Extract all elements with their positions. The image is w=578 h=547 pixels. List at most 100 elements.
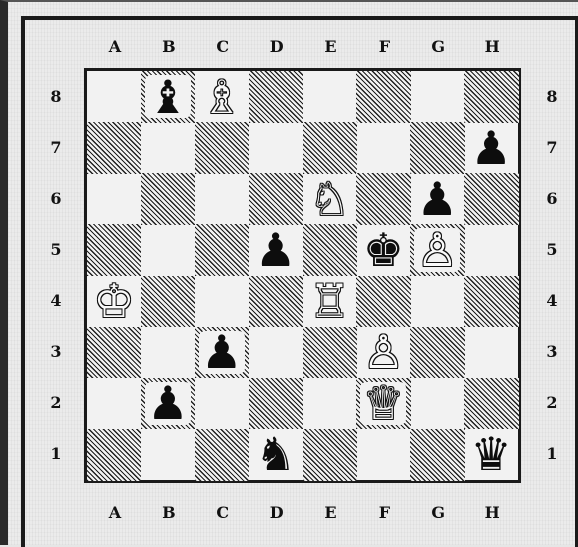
- square-d3[interactable]: [249, 327, 303, 379]
- rank-label-3-left: 3: [46, 343, 66, 361]
- square-e5[interactable]: [303, 224, 357, 276]
- square-f4[interactable]: [356, 276, 410, 328]
- square-d2[interactable]: [249, 378, 303, 430]
- file-label-e-bottom: E: [303, 504, 359, 522]
- square-g7[interactable]: [410, 122, 464, 174]
- file-label-g-bottom: G: [410, 504, 466, 522]
- square-h8[interactable]: [464, 71, 518, 123]
- file-label-a-bottom: A: [87, 504, 143, 522]
- file-label-c-top: C: [195, 38, 251, 56]
- rank-label-7-right: 7: [542, 139, 562, 157]
- square-f6[interactable]: [356, 173, 410, 225]
- square-g3[interactable]: [410, 327, 464, 379]
- square-a7[interactable]: [87, 122, 141, 174]
- piece-glyph: ♔: [93, 278, 134, 324]
- black-pawn-icon[interactable]: ♟: [249, 224, 303, 275]
- rank-label-1-right: 1: [542, 445, 562, 463]
- rank-label-8-right: 8: [542, 88, 562, 106]
- file-label-d-bottom: D: [249, 504, 305, 522]
- square-a2[interactable]: [87, 378, 141, 430]
- square-a1[interactable]: [87, 429, 141, 481]
- piece-glyph: ♚: [363, 227, 404, 273]
- black-pawn-icon[interactable]: ♟: [141, 378, 195, 429]
- rank-label-6-right: 6: [542, 190, 562, 208]
- white-bishop-icon[interactable]: ♗: [195, 71, 249, 122]
- square-b1[interactable]: [141, 429, 195, 481]
- square-f7[interactable]: [356, 122, 410, 174]
- square-d8[interactable]: [249, 71, 303, 123]
- square-e8[interactable]: [303, 71, 357, 123]
- square-h5[interactable]: [464, 224, 518, 276]
- piece-glyph: ♟: [201, 329, 242, 375]
- black-pawn-icon[interactable]: ♟: [464, 122, 518, 173]
- piece-glyph: ♖: [309, 278, 350, 324]
- square-e1[interactable]: [303, 429, 357, 481]
- square-a6[interactable]: [87, 173, 141, 225]
- file-label-c-bottom: C: [195, 504, 251, 522]
- square-a3[interactable]: [87, 327, 141, 379]
- square-f8[interactable]: [356, 71, 410, 123]
- square-b7[interactable]: [141, 122, 195, 174]
- file-label-b-top: B: [141, 38, 197, 56]
- white-king-icon[interactable]: ♔: [87, 276, 141, 327]
- rank-label-2-right: 2: [542, 394, 562, 412]
- white-pawn-icon[interactable]: ♙: [356, 327, 410, 378]
- chess-board[interactable]: ♝♗♟♘♟♟♚♙♔♖♟♙♟♕♞♛: [84, 68, 521, 483]
- black-bishop-icon[interactable]: ♝: [141, 71, 195, 122]
- black-pawn-icon[interactable]: ♟: [410, 173, 464, 224]
- file-label-h-top: H: [464, 38, 520, 56]
- file-label-f-bottom: F: [356, 504, 412, 522]
- rank-label-6-left: 6: [46, 190, 66, 208]
- square-g2[interactable]: [410, 378, 464, 430]
- piece-glyph: ♗: [201, 74, 242, 120]
- black-pawn-icon[interactable]: ♟: [195, 327, 249, 378]
- square-b6[interactable]: [141, 173, 195, 225]
- square-c6[interactable]: [195, 173, 249, 225]
- square-a5[interactable]: [87, 224, 141, 276]
- square-d6[interactable]: [249, 173, 303, 225]
- square-b3[interactable]: [141, 327, 195, 379]
- square-h4[interactable]: [464, 276, 518, 328]
- square-c4[interactable]: [195, 276, 249, 328]
- white-queen-icon[interactable]: ♕: [356, 378, 410, 429]
- piece-glyph: ♟: [147, 380, 188, 426]
- black-queen-icon[interactable]: ♛: [464, 429, 518, 480]
- rank-label-8-left: 8: [46, 88, 66, 106]
- square-c7[interactable]: [195, 122, 249, 174]
- white-knight-icon[interactable]: ♘: [303, 173, 357, 224]
- square-e3[interactable]: [303, 327, 357, 379]
- white-rook-icon[interactable]: ♖: [303, 276, 357, 327]
- square-h3[interactable]: [464, 327, 518, 379]
- square-g4[interactable]: [410, 276, 464, 328]
- square-g1[interactable]: [410, 429, 464, 481]
- square-b4[interactable]: [141, 276, 195, 328]
- file-label-f-top: F: [356, 38, 412, 56]
- file-label-e-top: E: [303, 38, 359, 56]
- square-d4[interactable]: [249, 276, 303, 328]
- square-a8[interactable]: [87, 71, 141, 123]
- piece-glyph: ♙: [363, 329, 404, 375]
- square-h2[interactable]: [464, 378, 518, 430]
- black-king-icon[interactable]: ♚: [356, 224, 410, 275]
- black-knight-icon[interactable]: ♞: [249, 429, 303, 480]
- square-b5[interactable]: [141, 224, 195, 276]
- piece-glyph: ♕: [363, 380, 404, 426]
- square-e2[interactable]: [303, 378, 357, 430]
- square-g8[interactable]: [410, 71, 464, 123]
- square-c2[interactable]: [195, 378, 249, 430]
- square-d7[interactable]: [249, 122, 303, 174]
- file-label-a-top: A: [87, 38, 143, 56]
- square-h6[interactable]: [464, 173, 518, 225]
- rank-label-7-left: 7: [46, 139, 66, 157]
- square-c1[interactable]: [195, 429, 249, 481]
- file-label-g-top: G: [410, 38, 466, 56]
- file-label-b-bottom: B: [141, 504, 197, 522]
- square-f1[interactable]: [356, 429, 410, 481]
- white-pawn-icon[interactable]: ♙: [410, 224, 464, 275]
- rank-label-1-left: 1: [46, 445, 66, 463]
- square-c5[interactable]: [195, 224, 249, 276]
- square-e7[interactable]: [303, 122, 357, 174]
- piece-glyph: ♙: [417, 227, 458, 273]
- file-label-d-top: D: [249, 38, 305, 56]
